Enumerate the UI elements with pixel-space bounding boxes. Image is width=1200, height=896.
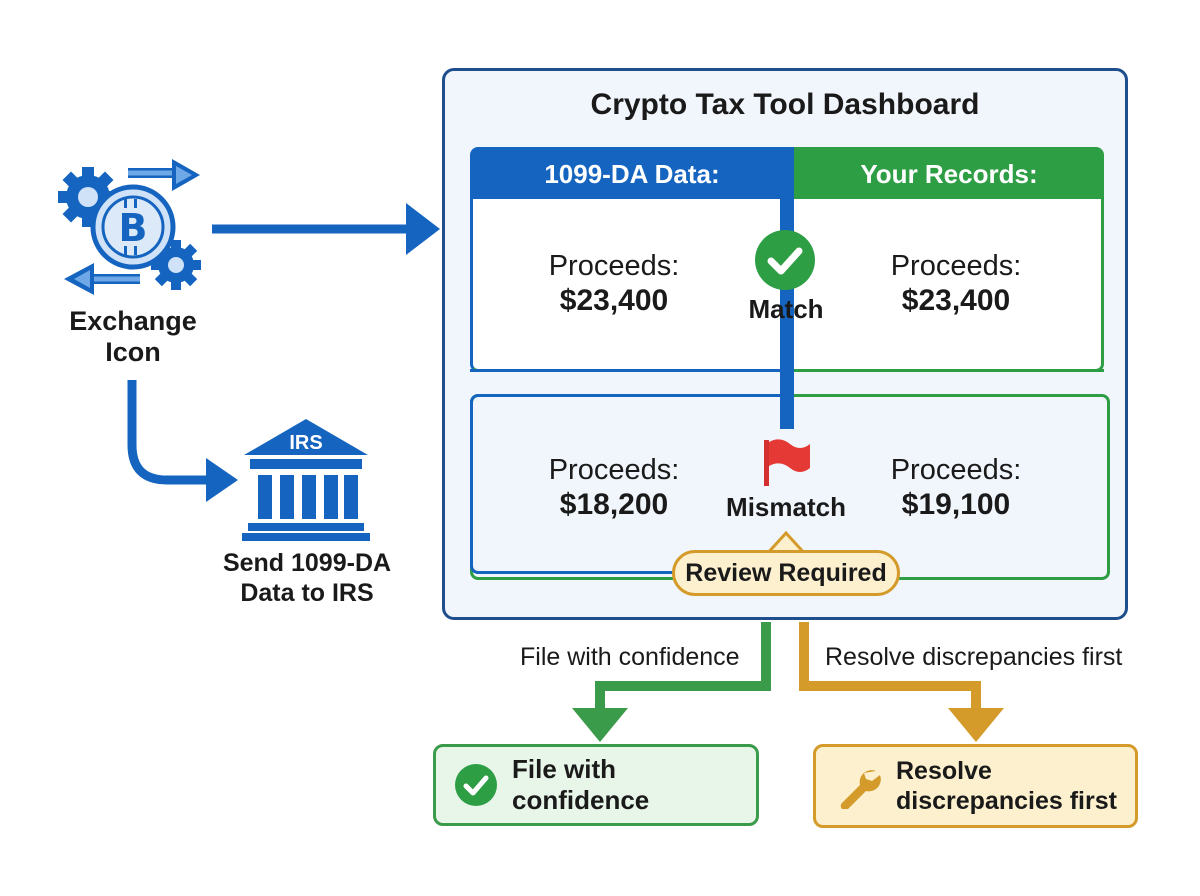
wrench-icon <box>840 770 881 809</box>
header-1099-da-data: 1099-DA Data: <box>470 147 794 201</box>
result-file-confidence: File with confidence <box>433 744 759 826</box>
check-circle-icon <box>455 764 497 806</box>
row1-left-label: Proceeds: <box>548 250 680 282</box>
irs-badge-text: IRS <box>289 432 322 454</box>
panel-left-edge <box>470 394 794 574</box>
irs-building-icon: IRS <box>242 419 370 541</box>
review-required-badge: Review Required <box>672 550 900 596</box>
caption-resolve-discrepancies: Resolve discrepancies first <box>825 643 1123 671</box>
mismatch-status: Mismatch <box>726 492 846 522</box>
row1-right-value: $23,400 <box>901 284 1011 317</box>
arrow-head-exchange-to-irs <box>206 458 238 502</box>
row2-right-label: Proceeds: <box>890 454 1022 486</box>
match-status: Match <box>748 294 824 324</box>
arrow-exchange-to-irs <box>127 380 210 485</box>
panel-divider <box>794 369 1104 372</box>
dashboard-title: Crypto Tax Tool Dashboard <box>590 88 980 121</box>
review-badge-pointer <box>764 531 808 555</box>
irs-label: Send 1099-DA Data to IRS <box>222 549 392 607</box>
header-your-records: Your Records: <box>794 147 1104 201</box>
bitcoin-exchange-icon: B <box>58 159 201 295</box>
arrow-head-exchange-to-dashboard <box>406 203 440 255</box>
panel-divider <box>470 369 794 372</box>
result-resolve-discrepancies-text: Resolve discrepancies first <box>896 757 1117 815</box>
row2-left-value: $18,200 <box>559 488 669 521</box>
check-circle-icon <box>755 230 815 290</box>
row1-right-label: Proceeds: <box>890 250 1022 282</box>
row2-left-label: Proceeds: <box>548 454 680 486</box>
exchange-label: Exchange Icon <box>69 306 197 367</box>
row1-left-value: $23,400 <box>559 284 669 317</box>
arrow-head-file-confidence <box>572 708 628 742</box>
svg-text:B: B <box>119 206 148 250</box>
result-file-confidence-text: File with confidence <box>512 754 650 815</box>
red-flag-icon <box>764 439 810 486</box>
result-resolve-discrepancies: Resolve discrepancies first <box>813 744 1138 828</box>
caption-file-confidence: File with confidence <box>520 643 740 671</box>
arrow-head-resolve <box>948 708 1004 742</box>
row2-right-value: $19,100 <box>901 488 1011 521</box>
